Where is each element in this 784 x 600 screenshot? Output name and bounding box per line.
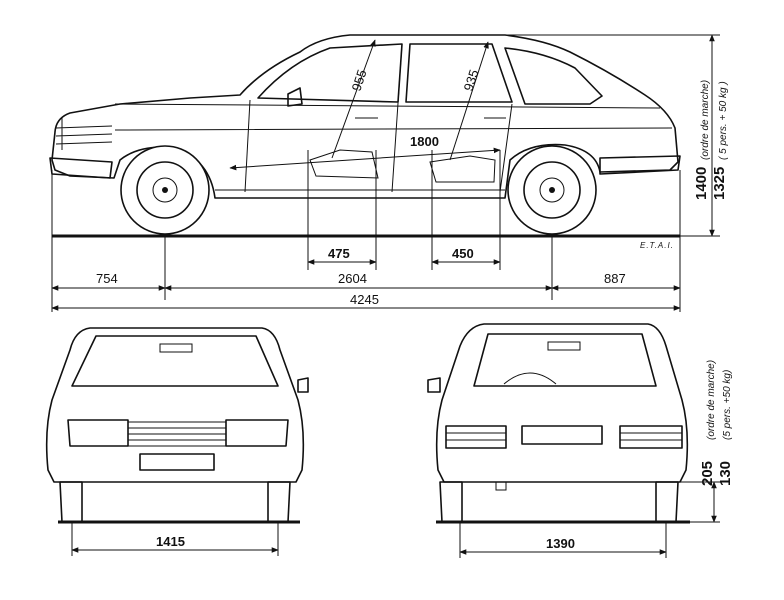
clearance-extension-lines	[660, 481, 720, 523]
rear-view: 1390 205 130 (ordre de marche) (5 pers. …	[427, 323, 734, 558]
side-view: 955 935 1800 475 450 754 2604 887 4245 E…	[49, 34, 729, 312]
overall-length-label: 4245	[350, 292, 379, 307]
ground-clearance-loaded-label: 130	[717, 461, 734, 486]
rear-window	[473, 333, 657, 387]
side-mirror	[287, 87, 303, 107]
interior-length-label: 1800	[410, 134, 439, 149]
ground-clearance-kerb-label: 205	[699, 461, 716, 486]
front-view: 1415	[45, 327, 309, 556]
front-wheel	[120, 145, 210, 235]
wheelbase-label: 2604	[338, 271, 367, 286]
rear-track-label: 1390	[546, 536, 575, 551]
rear-seat-offset-label: 450	[452, 246, 474, 261]
rear-brake-light	[547, 341, 581, 351]
exhaust	[495, 481, 507, 491]
rear-number-plate	[521, 425, 603, 445]
rear-seat-outline	[429, 155, 496, 183]
door-lines	[244, 43, 513, 193]
height-kerb-label: 1400	[693, 167, 710, 200]
side-extension-lines	[51, 150, 681, 312]
front-bumper	[49, 157, 113, 179]
front-seat-offset-label: 475	[328, 246, 350, 261]
rear-right-tire	[655, 481, 679, 523]
rear-body-outline	[435, 323, 689, 483]
interior-length-line	[229, 147, 501, 171]
rear-door-window	[405, 43, 513, 103]
right-headlight	[225, 419, 289, 447]
rear-bumper	[599, 155, 681, 175]
left-headlight	[67, 419, 129, 447]
height-loaded-label: 1325	[711, 167, 728, 200]
number-plate	[139, 453, 215, 471]
height-kerb-note: (ordre de marche)	[700, 80, 711, 160]
front-seat-outline	[309, 149, 379, 179]
front-headroom-line	[331, 39, 376, 159]
front-door-window	[257, 43, 403, 103]
front-track-label: 1415	[156, 534, 185, 549]
tail-light-segments	[446, 432, 682, 441]
rear-left-tire	[439, 481, 463, 523]
rear-wheel	[507, 145, 597, 235]
clearance-loaded-note: (5 pers. +50 kg)	[722, 370, 733, 440]
rear-headroom-label: 935	[461, 68, 482, 93]
rear-view-mirror	[159, 343, 193, 353]
front-grille	[128, 421, 226, 447]
rear-overhang-label: 887	[604, 271, 626, 286]
belt-line	[114, 103, 673, 131]
front-grille-lines	[55, 118, 113, 150]
left-tail-light	[445, 425, 507, 449]
rear-left-mirror	[427, 377, 441, 393]
front-overhang-label: 754	[96, 271, 118, 286]
front-headroom-label: 955	[349, 68, 370, 93]
clearance-kerb-note: (ordre de marche)	[706, 360, 717, 440]
front-body-outline	[45, 327, 305, 483]
front-left-tire	[59, 481, 83, 523]
front-right-tire	[267, 481, 291, 523]
height-loaded-note: ( 5 pers. + 50 kg )	[718, 81, 729, 160]
rear-wiper	[503, 372, 557, 385]
rear-headroom-line	[449, 41, 489, 161]
drafter-signature: E.T.A.I.	[640, 241, 674, 250]
front-side-mirror	[297, 377, 309, 393]
right-tail-light	[619, 425, 683, 449]
rear-quarter-window	[504, 47, 603, 105]
windscreen	[71, 335, 279, 387]
